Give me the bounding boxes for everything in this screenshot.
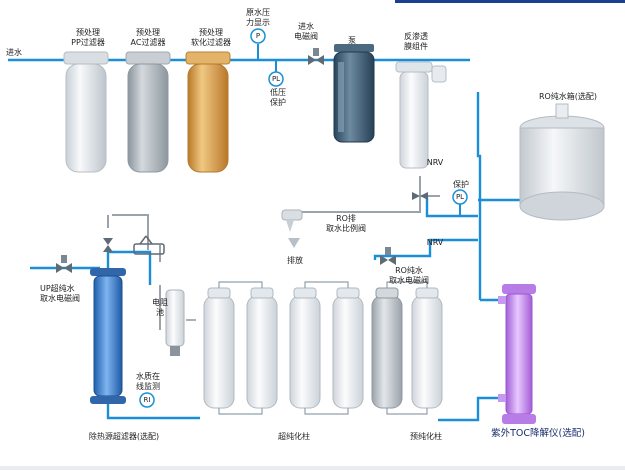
gauge-pl-symbol-2: PL <box>455 193 465 201</box>
ac-filter-graphic <box>125 51 171 173</box>
column-1-graphic <box>203 287 235 409</box>
softener-filter-graphic <box>185 51 231 173</box>
pyrogen-filter-label: 除热源超滤器(选配) <box>88 432 160 441</box>
ro-valve-label: RO纯水 取水电磁阀 <box>389 266 429 285</box>
nrv-top-label: NRV <box>426 158 444 167</box>
pipes <box>8 58 520 422</box>
inlet-label: 进水 <box>6 48 22 57</box>
footer-strip <box>0 466 625 470</box>
column-links <box>218 281 428 415</box>
ac-filter-label: 预处理 AC过滤器 <box>130 28 166 47</box>
header-strip <box>395 0 625 3</box>
ro-module-label: 反渗透 膜组件 <box>404 32 428 51</box>
gauge-ri-symbol: RI <box>143 396 151 404</box>
toc-unit-graphic <box>498 284 536 424</box>
ultrapure-column-label: 超纯化柱 <box>278 432 310 441</box>
ro-valve-pipe <box>373 238 478 260</box>
quality-label: 水质在 线监测 <box>136 372 160 391</box>
pump-label: 泵 <box>348 36 356 45</box>
column-6-graphic <box>411 287 443 409</box>
gauge-pl-symbol: PL <box>271 75 281 83</box>
resistivity-cell-graphic <box>165 289 196 356</box>
gauge-p-symbol: P <box>255 32 261 40</box>
pressure-gauge-graphic <box>139 28 468 408</box>
pure-column-label: 预纯化柱 <box>410 432 442 441</box>
up-valve-label: UP超纯水 取水电磁阀 <box>40 284 80 303</box>
uf-top-pipe <box>106 250 152 285</box>
nrv-mid-label: NRV <box>426 238 444 247</box>
column-2-graphic <box>246 287 278 409</box>
inlet-valve-label: 进水 电磁阀 <box>294 22 318 41</box>
ro-tank-label: RO纯水箱(选配) <box>538 92 598 101</box>
column-5-graphic <box>371 287 403 409</box>
ro-membrane-graphic <box>395 61 447 169</box>
drain-label: 排放 <box>287 256 303 265</box>
cell-label: 电阻 池 <box>152 298 168 317</box>
pump-graphic <box>333 44 375 143</box>
column-4-graphic <box>332 287 364 409</box>
pp-filter-label: 预处理 PP过滤器 <box>71 28 105 47</box>
uf-filter-graphic <box>90 268 126 404</box>
protect-label: 保护 <box>453 180 469 189</box>
ro-ratio-label: RO排 取水比例阀 <box>326 214 366 233</box>
ro-outlet-pipe <box>476 92 482 300</box>
column-3-graphic <box>289 287 321 409</box>
ro-tank-graphic <box>519 103 605 221</box>
faucet-graphics <box>133 209 303 255</box>
toc-outlet-pipe <box>438 396 500 422</box>
low-pressure-label: 低压 保护 <box>270 88 286 107</box>
pp-filter-graphic <box>63 51 109 173</box>
softener-filter-label: 预处理 软化过滤器 <box>191 28 231 47</box>
toc-label: 紫外TOC降解仪(选配) <box>491 428 585 439</box>
raw-pressure-label: 原水压 力显示 <box>246 8 270 27</box>
valves <box>56 48 428 273</box>
